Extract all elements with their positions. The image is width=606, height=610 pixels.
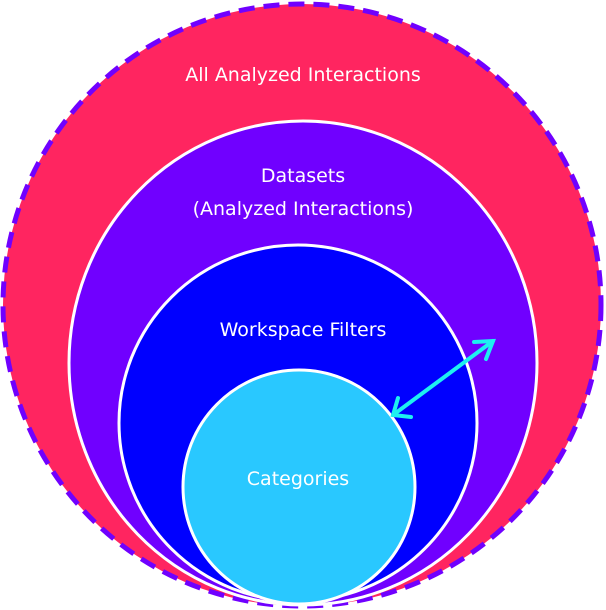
- label-datasets-line2: (Analyzed Interactions): [193, 198, 414, 220]
- label-all-analyzed-interactions: All Analyzed Interactions: [185, 64, 421, 86]
- arrow-head-start: [390, 396, 413, 419]
- categories-circle: [181, 368, 417, 606]
- arrow-shaft: [391, 339, 495, 417]
- label-datasets-line1: Datasets: [261, 165, 345, 187]
- label-categories: Categories: [247, 468, 349, 490]
- arrow-head-end: [472, 338, 496, 361]
- double-arrow: [390, 338, 496, 419]
- label-workspace-filters: Workspace Filters: [220, 319, 387, 341]
